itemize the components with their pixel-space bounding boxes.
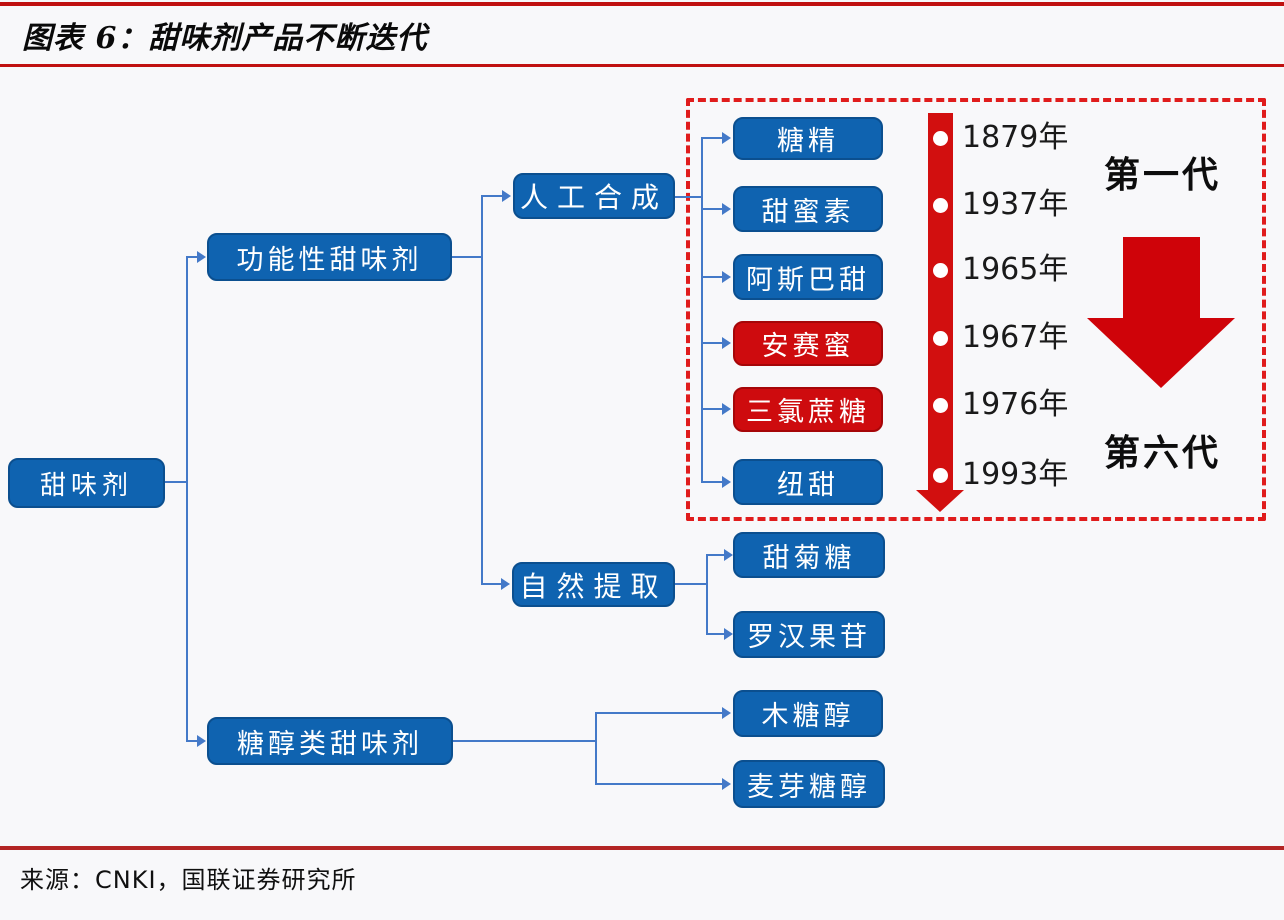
node-cyclamate: 甜蜜素 — [733, 186, 883, 232]
connector-cyclamate-in — [701, 208, 722, 210]
connector-functional-in — [186, 256, 198, 258]
timeline-bar — [928, 113, 953, 490]
arrowhead-sucralose — [722, 403, 731, 415]
connector-root-out — [165, 481, 188, 483]
timeline-dot-1967 — [933, 331, 948, 346]
year-label-1967: 1967年 — [962, 320, 1069, 355]
year-label-1993: 1993年 — [962, 457, 1069, 492]
top-rule — [0, 2, 1284, 6]
node-functional-sweetener: 功能性甜味剂 — [207, 233, 452, 281]
node-sugar-alcohol-sweetener: 糖醇类甜味剂 — [207, 717, 453, 765]
connector-aspartame-in — [701, 276, 722, 278]
arrowhead-cyclamate — [722, 203, 731, 215]
node-natural-extraction: 自然提取 — [512, 562, 675, 607]
node-saccharin: 糖精 — [733, 117, 883, 160]
connector-sucralose-in — [701, 408, 722, 410]
connector-maltitol-in — [595, 783, 722, 785]
arrowhead-aspartame — [722, 271, 731, 283]
node-sucralose: 三氯蔗糖 — [733, 387, 883, 432]
arrowhead-sugar-alcohol — [197, 735, 206, 747]
arrowhead-stevia — [724, 549, 733, 561]
timeline-dot-1879 — [933, 131, 948, 146]
arrowhead-acesulfame — [722, 337, 731, 349]
generation-first-label: 第一代 — [1103, 155, 1221, 196]
timeline-dot-1965 — [933, 263, 948, 278]
connector-stevia-in — [706, 554, 724, 556]
connector-synthesis-out — [675, 196, 703, 198]
timeline-dot-1993 — [933, 468, 948, 483]
connector-functional-vertical — [481, 195, 483, 585]
arrowhead-natural — [501, 578, 510, 590]
connector-synthesis-in — [481, 195, 502, 197]
figure-title: 图表 6：甜味剂产品不断迭代 — [22, 21, 428, 56]
timeline-dot-1976 — [933, 398, 948, 413]
connector-mogroside-in — [706, 633, 724, 635]
timeline-arrowhead-icon — [916, 490, 964, 512]
arrowhead-neotame — [722, 476, 731, 488]
node-aspartame: 阿斯巴甜 — [733, 254, 883, 300]
connector-sugar-alcohol-out — [453, 740, 597, 742]
arrowhead-maltitol — [722, 778, 731, 790]
node-acesulfame: 安赛蜜 — [733, 321, 883, 366]
title-underline-rule — [0, 64, 1284, 67]
arrowhead-functional — [197, 251, 206, 263]
node-sweetener-root: 甜味剂 — [8, 458, 165, 508]
connector-saccharin-in — [701, 137, 722, 139]
year-label-1879: 1879年 — [962, 120, 1069, 155]
connector-natural-vertical — [706, 554, 708, 635]
connector-natural-in — [481, 583, 501, 585]
connector-functional-out — [452, 256, 483, 258]
connector-xylitol-in — [595, 712, 722, 714]
timeline-dot-1937 — [933, 198, 948, 213]
connector-main-vertical — [186, 256, 188, 742]
connector-sugar-alcohol-in — [186, 740, 198, 742]
year-label-1976: 1976年 — [962, 387, 1069, 422]
generation-arrow-icon — [1087, 318, 1235, 388]
source-text: 来源：CNKI，国联证券研究所 — [20, 866, 357, 894]
node-artificial-synthesis: 人工合成 — [513, 173, 675, 219]
node-xylitol: 木糖醇 — [733, 690, 883, 737]
arrowhead-synthesis — [502, 190, 511, 202]
generation-sixth-label: 第六代 — [1103, 433, 1221, 474]
node-maltitol: 麦芽糖醇 — [733, 760, 885, 808]
node-stevia: 甜菊糖 — [733, 532, 885, 578]
arrowhead-mogroside — [724, 628, 733, 640]
connector-synthesis-vertical — [701, 137, 703, 483]
arrowhead-saccharin — [722, 132, 731, 144]
footer-rule — [0, 846, 1284, 850]
connector-sugar-alcohol-vertical — [595, 712, 597, 785]
connector-natural-out — [675, 583, 708, 585]
node-mogroside: 罗汉果苷 — [733, 611, 885, 658]
arrowhead-xylitol — [722, 707, 731, 719]
year-label-1937: 1937年 — [962, 187, 1069, 222]
generation-arrow-stem — [1123, 237, 1200, 319]
connector-acesulfame-in — [701, 342, 722, 344]
connector-neotame-in — [701, 481, 722, 483]
node-neotame: 纽甜 — [733, 459, 883, 505]
synthetic-generations-dashed-frame — [686, 98, 1266, 521]
year-label-1965: 1965年 — [962, 252, 1069, 287]
